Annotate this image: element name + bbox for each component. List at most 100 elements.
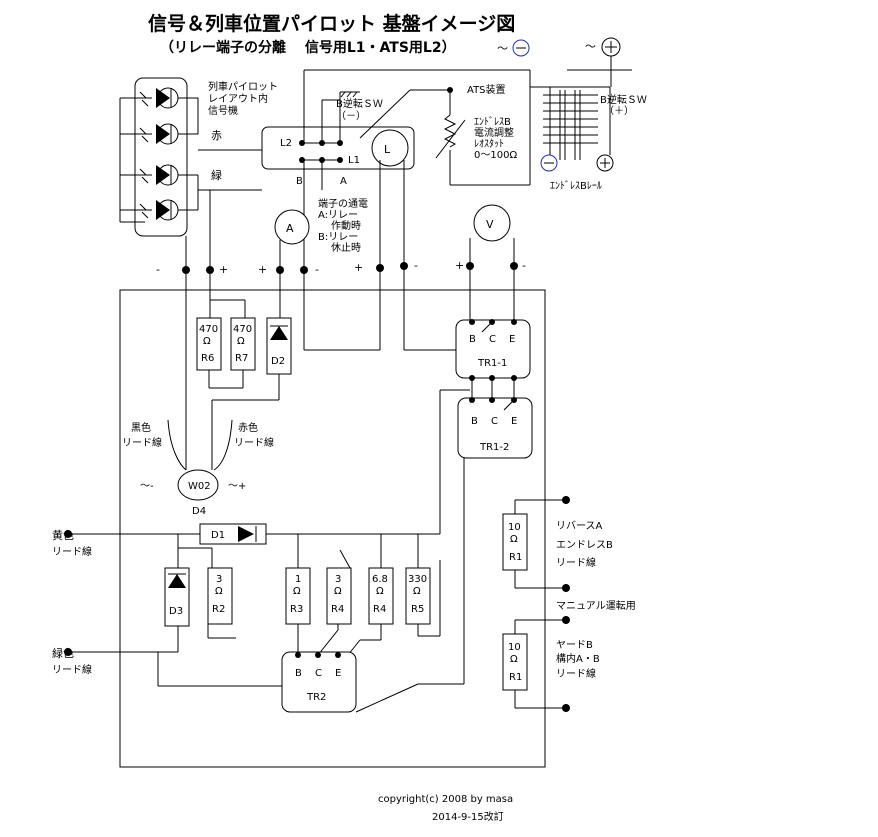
revision-date: 2014-9-15改訂 [432, 810, 504, 823]
bridge-ac-plus: ～+ [228, 481, 246, 492]
resistor-r4 [326, 567, 352, 625]
r7-value: 470 [233, 324, 252, 335]
black-lead-label1: 黒色 [131, 421, 151, 434]
signal-label-line1: 列車パイロット [208, 80, 278, 93]
r5-value: 330 [408, 574, 427, 585]
relay-lamp-icon [371, 129, 409, 167]
voltmeter-label: V [486, 218, 494, 231]
r1a-unit: Ω [510, 534, 518, 545]
bridge-label: D4 [192, 506, 206, 517]
bridge-rectifier-icon [177, 469, 219, 501]
yard-lead-label: リード線 [556, 667, 596, 680]
r1b-value: 10 [508, 642, 521, 653]
yellow-lead-label1: 黄色 [52, 528, 74, 542]
relay-note-line2: A:リレー [318, 210, 358, 221]
r7-name: R7 [235, 353, 248, 364]
resistor-r5 [405, 567, 431, 625]
b-reverse-plus-label: B逆転ＳＷ [600, 93, 647, 106]
tr2-e: E [335, 668, 341, 679]
d2-label: D2 [271, 356, 285, 367]
relay-lamp-label: L [384, 143, 391, 156]
pol-minus-2: - [315, 263, 319, 276]
resistor-r1b [502, 633, 528, 691]
relay-note-line4: B:リレー [318, 232, 358, 243]
resistor-r6 [196, 317, 222, 371]
ammeter-icon [274, 209, 310, 270]
red-lead-label1: 赤色 [238, 421, 258, 434]
rheostat-icon [435, 70, 531, 186]
bridge-ac-minus: ～- [140, 481, 154, 492]
r1a-value: 10 [508, 522, 521, 533]
transistor-tr1-1 [455, 319, 531, 379]
signal-label-line2: レイアウト内 [208, 92, 268, 105]
relay-note-line5: 休止時 [331, 242, 361, 254]
endless-rail-symbol [530, 56, 632, 172]
manual-label: マニュアル運転用 [556, 600, 636, 612]
signal-unit [119, 77, 199, 237]
pol-plus-4: + [455, 259, 464, 272]
b-reverse-plus-sign: （＋） [604, 105, 634, 117]
pol-minus-4: - [522, 259, 526, 272]
tr2-name: TR2 [306, 692, 326, 703]
red-lead-label2: リード線 [234, 436, 274, 449]
rheostat-line2: 電流調整 [474, 126, 514, 139]
pol-plus-1: + [219, 263, 228, 276]
rheostat-line1: ｴﾝﾄﾞﾚｽB [474, 116, 511, 128]
r1a-name: R1 [509, 552, 522, 563]
endless-rail-label: ｴﾝﾄﾞﾚｽBﾚｰﾙ [550, 180, 602, 192]
black-lead-label2: リード線 [122, 436, 162, 449]
ats-label: ATS装置 [467, 83, 506, 96]
power-minus-icon [512, 39, 530, 57]
tr1-1-c: C [489, 334, 496, 345]
diagram-subtitle: （リレー端子の分離 信号用L1・ATS用L2） [160, 39, 456, 56]
tr1-2-c: C [491, 416, 498, 427]
r1b-name: R1 [509, 672, 522, 683]
rheostat-line3: ﾚｵｽﾀｯﾄ [474, 138, 504, 150]
pol-plus-2: + [258, 263, 267, 276]
board-outline [119, 289, 546, 768]
r3-name: R3 [290, 604, 303, 615]
r3-unit: Ω [293, 586, 301, 597]
tr1-1-b: B [469, 334, 476, 345]
r4-unit: Ω [334, 586, 342, 597]
r5-unit: Ω [413, 586, 421, 597]
r4b-value: 6.8 [372, 574, 388, 585]
r6-name: R6 [201, 353, 214, 364]
r6-value: 470 [199, 324, 218, 335]
pol-plus-3: + [354, 261, 363, 274]
r2-unit: Ω [215, 586, 223, 597]
terminal-l1-label: L1 [348, 155, 360, 166]
r4b-unit: Ω [376, 586, 384, 597]
d1-label: D1 [211, 530, 225, 541]
diagram-title: 信号＆列車位置パイロット 基盤イメージ図 [148, 12, 515, 35]
resistor-r4b [368, 567, 394, 625]
pol-minus-1: - [156, 263, 160, 276]
rheostat-line4: 0～100Ω [474, 150, 517, 161]
transistor-tr1-2 [457, 397, 533, 459]
pol-minus-3: - [414, 259, 418, 272]
ac-plus-tilde: ～ [585, 40, 596, 53]
green-lead-label2: リード線 [52, 663, 92, 676]
r4-name: R4 [331, 604, 344, 615]
r6-unit: Ω [203, 336, 211, 347]
resistor-r1a [502, 513, 528, 571]
led-icon [139, 123, 179, 145]
ammeter-label: A [286, 222, 294, 235]
d3-label: D3 [169, 606, 183, 617]
led-icon [139, 87, 179, 109]
copyright: copyright(c) 2008 by masa [378, 794, 513, 805]
relay-note-line3: 作動時 [331, 219, 361, 232]
signal-label-line3: 信号機 [208, 104, 238, 117]
r1b-unit: Ω [510, 654, 518, 665]
signal-green-label: 緑 [211, 168, 222, 182]
r2-value: 3 [216, 574, 222, 585]
tr1-1-name: TR1-1 [477, 358, 507, 369]
b-reverse-minus-sign: （－） [336, 110, 366, 122]
r5-name: R5 [411, 604, 424, 615]
reverse-a-label: リバースA [556, 520, 602, 532]
voltmeter-icon [469, 204, 515, 270]
resistor-r2 [207, 567, 233, 625]
tr2-b: B [295, 668, 302, 679]
r4b-name: R4 [373, 604, 386, 615]
